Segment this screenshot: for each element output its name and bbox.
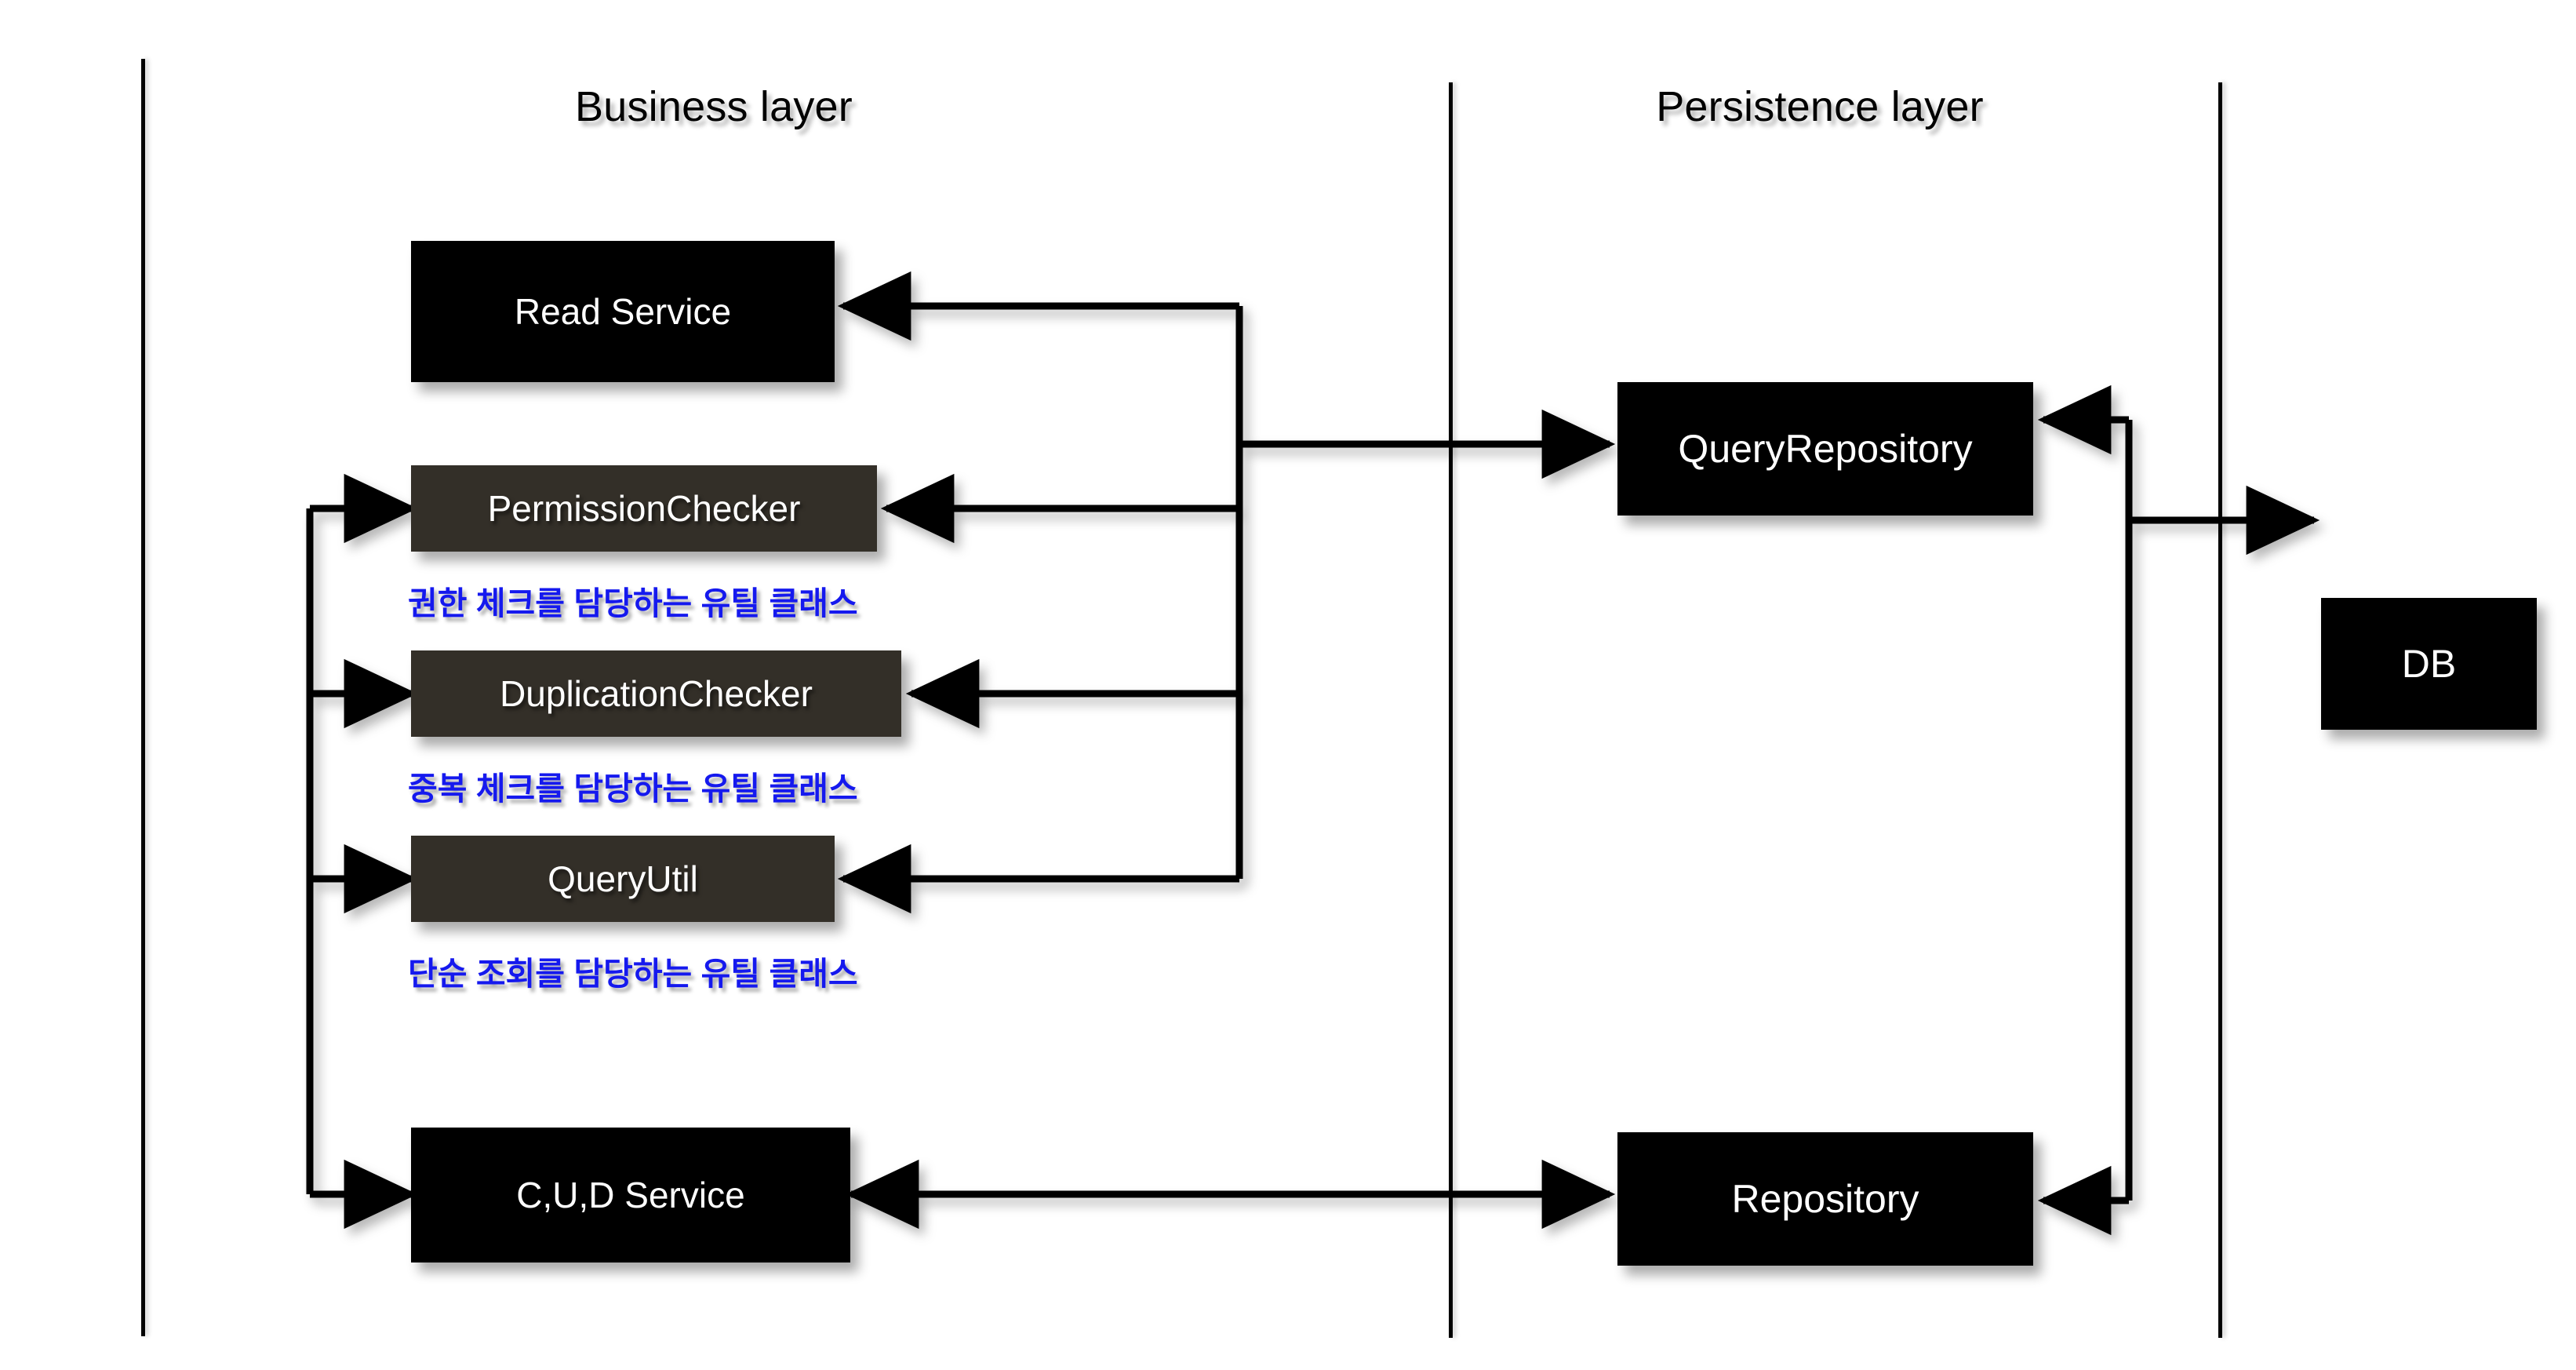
layer-divider-middle <box>1449 82 1453 1338</box>
node-read-service-label: Read Service <box>514 290 732 332</box>
node-repository-label: Repository <box>1731 1176 1919 1221</box>
node-query-util-label: QueryUtil <box>548 858 698 899</box>
node-duplication-checker-label: DuplicationChecker <box>500 672 813 714</box>
node-query-util[interactable]: QueryUtil <box>411 836 835 922</box>
layer-title-persistence: Persistence layer <box>1656 83 1984 130</box>
node-repository[interactable]: Repository <box>1617 1132 2033 1266</box>
node-read-service[interactable]: Read Service <box>411 241 835 382</box>
layer-title-business: Business layer <box>575 83 853 130</box>
caption-duplication-checker: 중복 체크를 담당하는 유틸 클래스 <box>408 771 858 807</box>
node-db-label: DB <box>2401 641 2457 686</box>
node-permission-checker-label: PermissionChecker <box>487 487 801 529</box>
node-query-repository-label: QueryRepository <box>1678 426 1973 471</box>
node-db[interactable]: DB <box>2321 598 2537 730</box>
node-permission-checker[interactable]: PermissionChecker <box>411 465 877 552</box>
node-cud-service-label: C,U,D Service <box>516 1174 745 1215</box>
node-duplication-checker[interactable]: DuplicationChecker <box>411 650 901 737</box>
node-query-repository[interactable]: QueryRepository <box>1617 382 2033 516</box>
caption-query-util: 단순 조회를 담당하는 유틸 클래스 <box>408 956 858 992</box>
caption-permission-checker: 권한 체크를 담당하는 유틸 클래스 <box>408 585 858 621</box>
node-cud-service[interactable]: C,U,D Service <box>411 1128 850 1263</box>
layer-divider-right <box>2218 82 2222 1338</box>
layer-divider-left <box>141 59 145 1336</box>
